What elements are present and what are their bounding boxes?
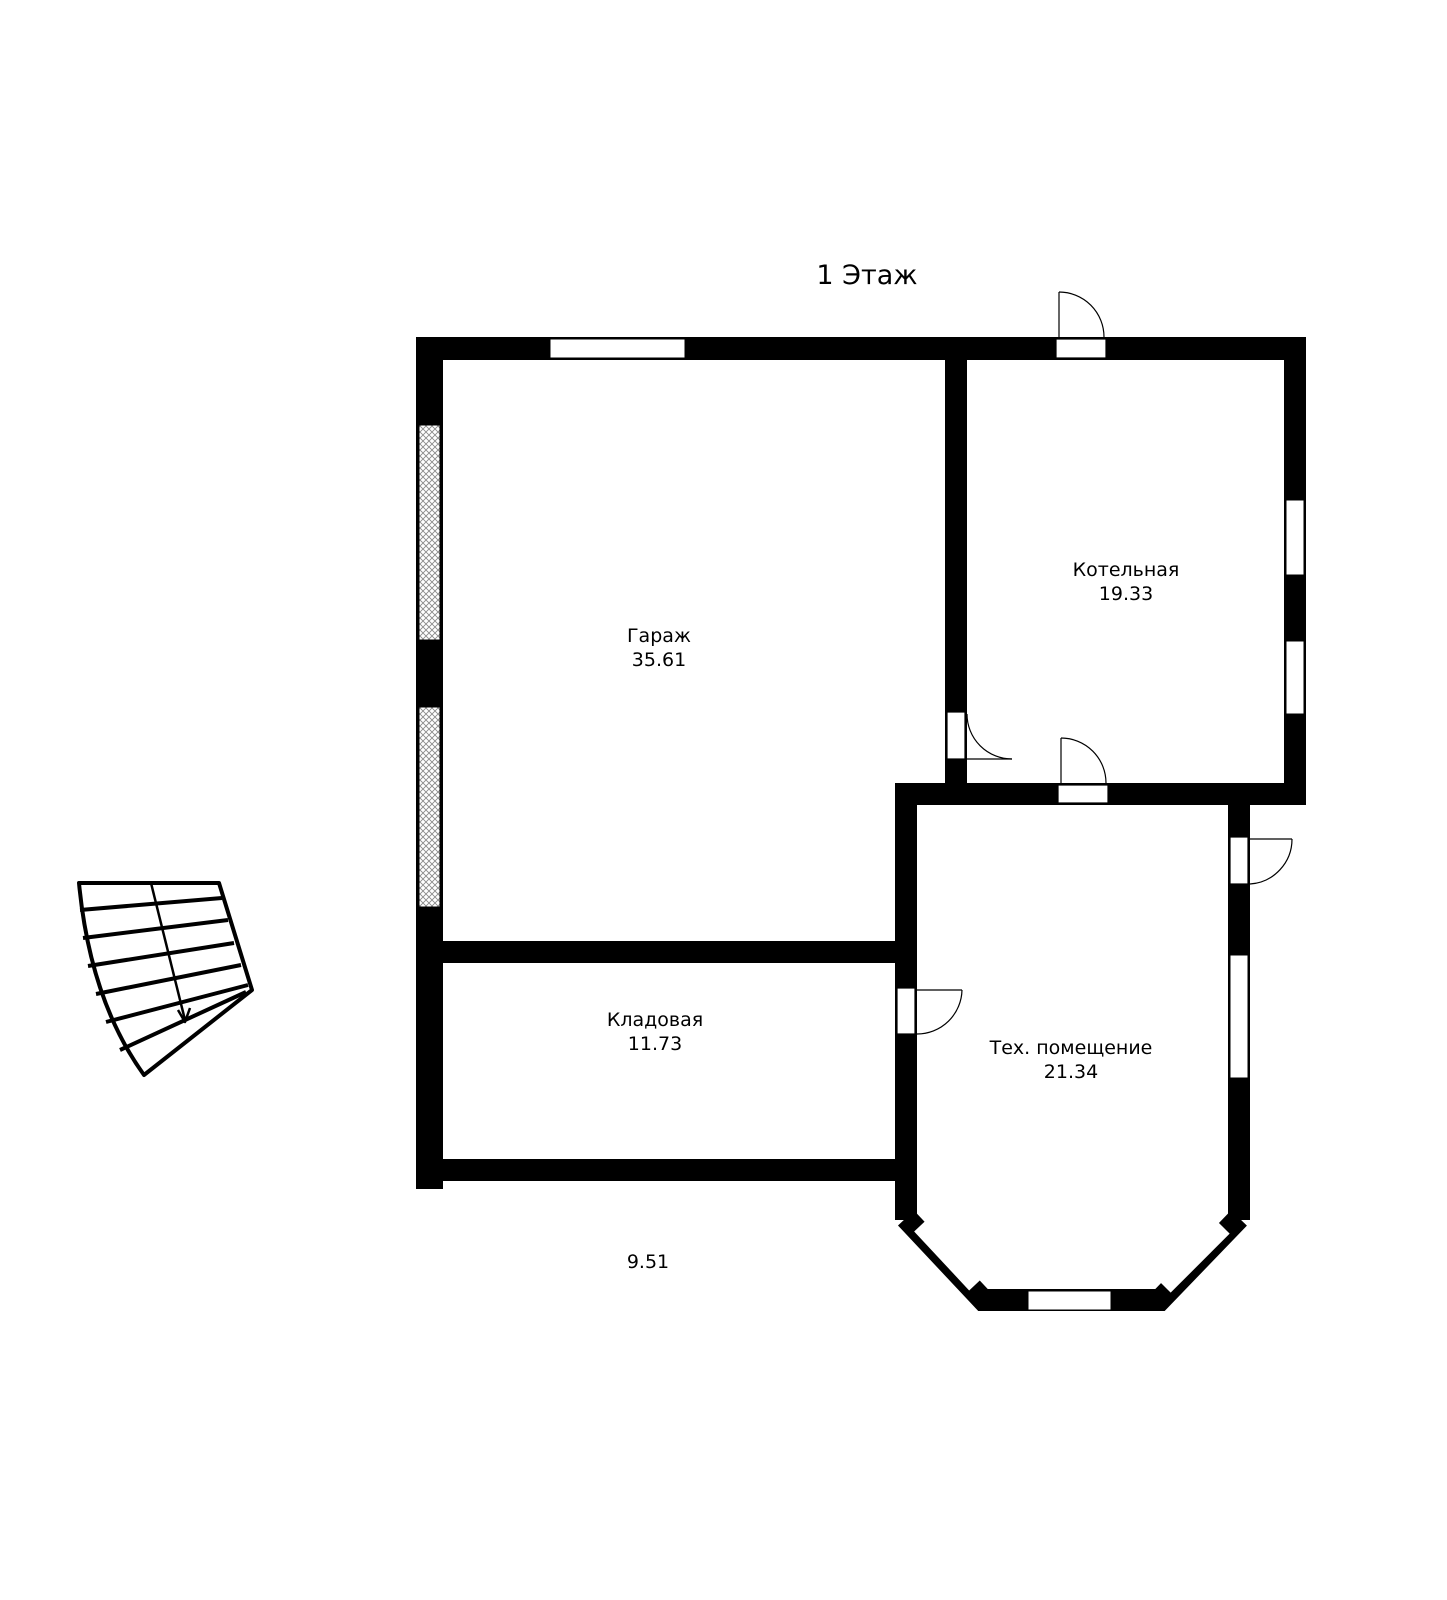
outside-area: 9.51 bbox=[627, 1251, 669, 1273]
garage-gate bbox=[418, 424, 441, 908]
windows bbox=[549, 338, 1305, 1311]
room-name-storage: Кладовая bbox=[607, 1009, 703, 1031]
doors bbox=[896, 291, 1293, 1035]
room-area-boiler: 19.33 bbox=[1099, 583, 1153, 605]
room-area-tech: 21.34 bbox=[1044, 1061, 1098, 1083]
window-boiler-right-1 bbox=[1285, 499, 1305, 576]
door-boiler-entrance bbox=[1055, 291, 1107, 359]
door-garage-boiler bbox=[946, 711, 1013, 760]
window-garage-top bbox=[549, 338, 686, 359]
room-name-boiler: Котельная bbox=[1073, 559, 1180, 581]
window-tech-diag-left bbox=[914, 1220, 981, 1291]
walls bbox=[416, 337, 1306, 1311]
staircase bbox=[77, 881, 254, 1077]
door-boiler-tech bbox=[1057, 737, 1109, 804]
window-tech-bottom bbox=[1027, 1290, 1112, 1311]
room-area-storage: 11.73 bbox=[628, 1033, 682, 1055]
door-tech-exterior bbox=[1229, 836, 1293, 885]
room-labels: Гараж 35.61 Котельная 19.33 Кладовая 11.… bbox=[607, 559, 1180, 1273]
window-tech-diag-right bbox=[1159, 1222, 1230, 1293]
door-storage-tech bbox=[896, 987, 963, 1035]
room-name-garage: Гараж bbox=[627, 625, 691, 647]
floor-title: 1 Этаж bbox=[816, 260, 917, 291]
window-tech-right bbox=[1229, 954, 1249, 1079]
room-name-tech: Тех. помещение bbox=[989, 1037, 1153, 1059]
window-boiler-right-2 bbox=[1285, 640, 1305, 715]
room-area-garage: 35.61 bbox=[632, 649, 686, 671]
